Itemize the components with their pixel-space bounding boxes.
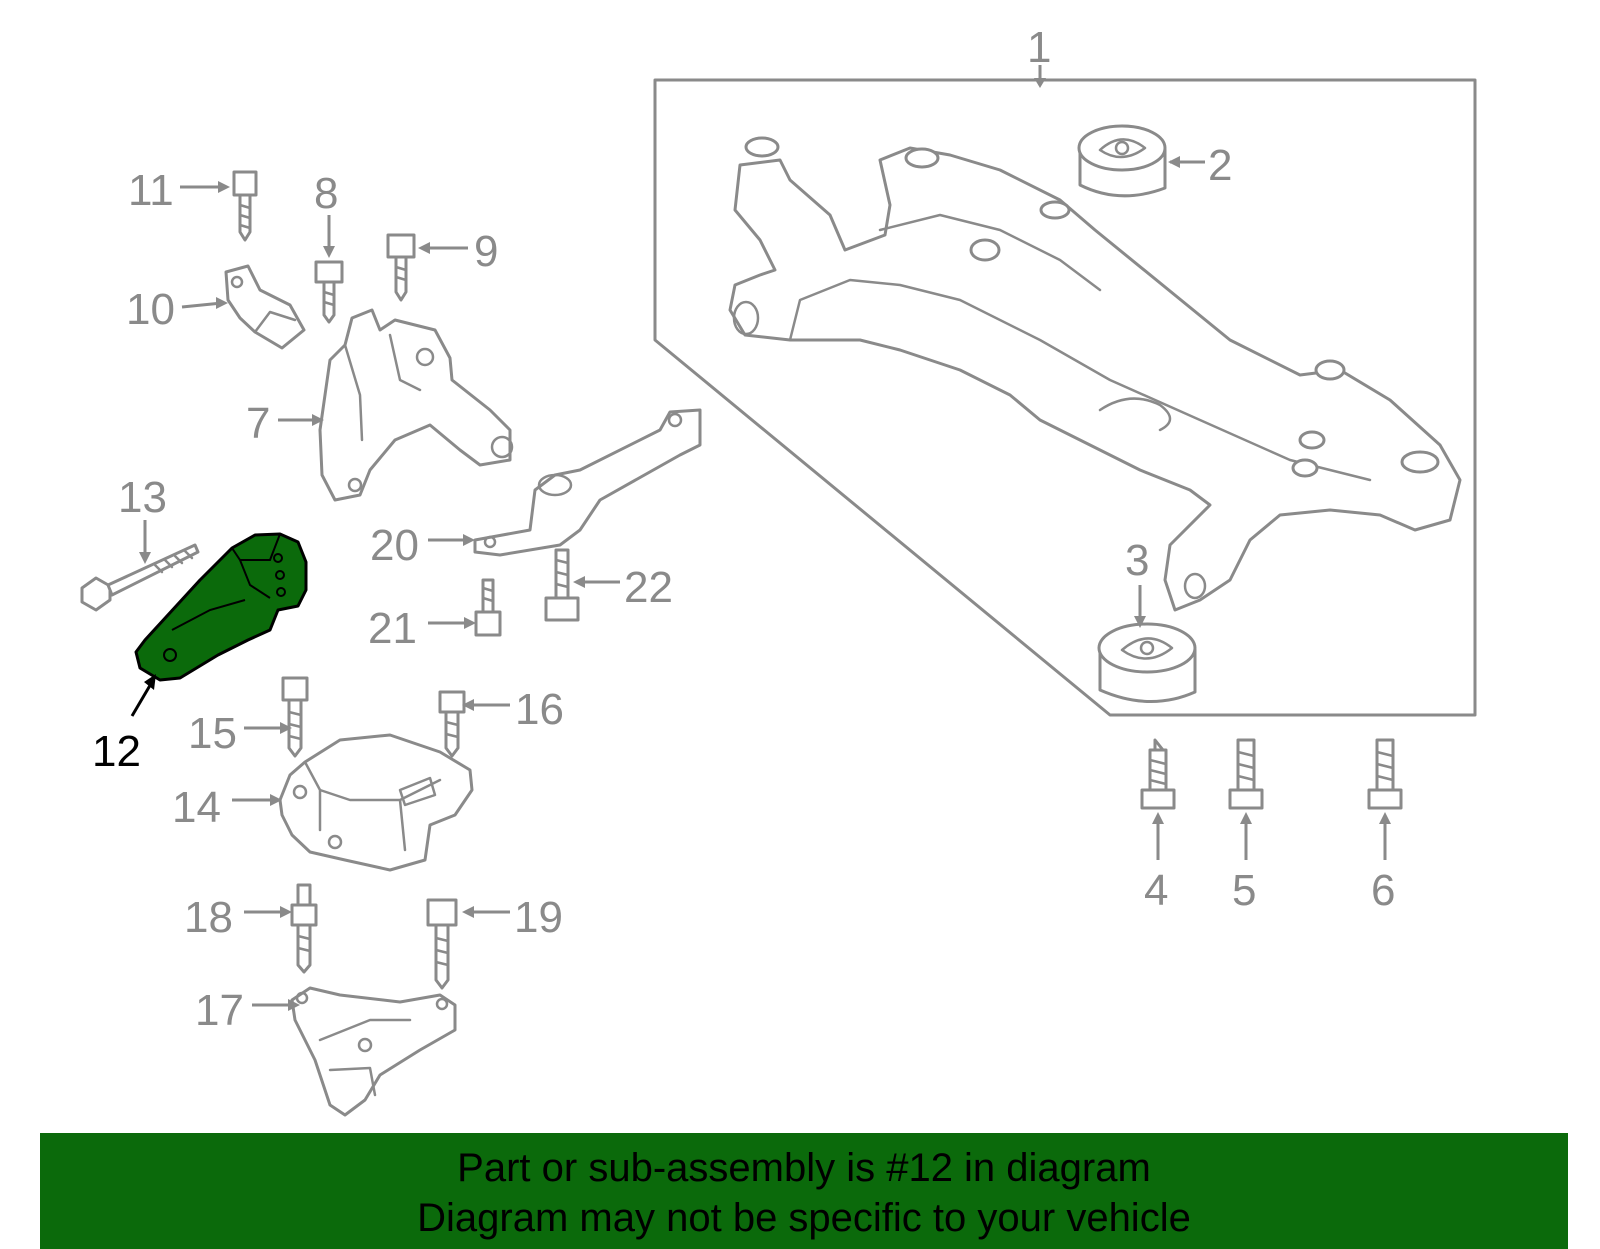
callout-8[interactable]: 8	[314, 169, 338, 218]
banner-line-2: Diagram may not be specific to your vehi…	[417, 1196, 1191, 1240]
bracket-10	[224, 264, 306, 350]
callout-20[interactable]: 20	[370, 521, 419, 570]
bolt-4	[1140, 738, 1176, 810]
callout-22[interactable]: 22	[624, 563, 673, 612]
subframe-crossmember	[728, 146, 1462, 612]
subframe-mount-hole-left	[732, 300, 760, 336]
bolt-18	[290, 883, 318, 974]
leader-arrowheads	[139, 78, 1391, 1011]
callout-6[interactable]: 6	[1371, 866, 1395, 915]
bolt-19	[426, 898, 458, 990]
banner-line-1: Part or sub-assembly is #12 in diagram	[457, 1146, 1151, 1190]
subframe-bushing-far	[1400, 450, 1440, 474]
bracket-17	[290, 986, 457, 1117]
subframe-bushing-rear-3	[1291, 458, 1319, 478]
callout-14[interactable]: 14	[172, 783, 221, 832]
torque-rod-20	[473, 408, 702, 557]
callout-13[interactable]: 13	[118, 473, 167, 522]
subframe-detail-c	[1098, 397, 1172, 432]
callout-5[interactable]: 5	[1232, 866, 1256, 915]
bushing-3	[1097, 622, 1197, 704]
bolt-11	[232, 170, 258, 242]
subframe-bushing-center	[969, 238, 1001, 262]
callout-7[interactable]: 7	[246, 399, 270, 448]
bolt-13	[80, 543, 200, 612]
bolt-6	[1367, 738, 1403, 810]
engine-mount-7	[318, 308, 514, 502]
subframe-mount-hole-right	[1183, 572, 1207, 600]
callout-12[interactable]: 12	[92, 727, 141, 776]
callout-21[interactable]: 21	[368, 604, 417, 653]
callout-17[interactable]: 17	[195, 986, 244, 1035]
subframe-bushing-top-right	[1039, 200, 1071, 220]
callout-4[interactable]: 4	[1144, 866, 1168, 915]
bolt-5	[1228, 738, 1264, 810]
callout-16[interactable]: 16	[515, 685, 564, 734]
subframe-group	[653, 65, 1477, 717]
leader-12-arrowhead	[144, 674, 156, 690]
callout-2[interactable]: 2	[1208, 141, 1232, 190]
callout-1[interactable]: 1	[1027, 23, 1051, 72]
subframe-bushing-top-mid	[904, 147, 940, 169]
callout-3[interactable]: 3	[1125, 536, 1149, 585]
subframe-detail-a	[788, 278, 1372, 482]
subframe-detail-b	[878, 213, 1102, 292]
bolt-9	[386, 233, 416, 302]
bolt-21	[474, 578, 502, 637]
bolt-15	[281, 676, 309, 758]
subframe-bushing-rear	[1314, 359, 1346, 381]
transmission-mount-14	[278, 733, 474, 872]
callout-9[interactable]: 9	[474, 227, 498, 276]
leader-12	[130, 681, 154, 717]
leader-10	[181, 301, 223, 309]
subframe-bushing-rear-2	[1298, 430, 1326, 450]
subframe-bushing-top-left	[744, 136, 780, 158]
highlighted-bracket-12[interactable]	[134, 532, 308, 682]
callout-18[interactable]: 18	[184, 893, 233, 942]
callout-15[interactable]: 15	[188, 709, 237, 758]
bolt-16	[438, 690, 466, 758]
callout-19[interactable]: 19	[514, 893, 563, 942]
callout-11[interactable]: 11	[128, 166, 174, 215]
callout-10[interactable]: 10	[126, 285, 175, 334]
info-banner: Part or sub-assembly is #12 in diagram D…	[40, 1133, 1568, 1249]
bushing-2	[1077, 124, 1167, 198]
bolt-22	[544, 548, 580, 622]
bolt-8	[314, 260, 344, 324]
